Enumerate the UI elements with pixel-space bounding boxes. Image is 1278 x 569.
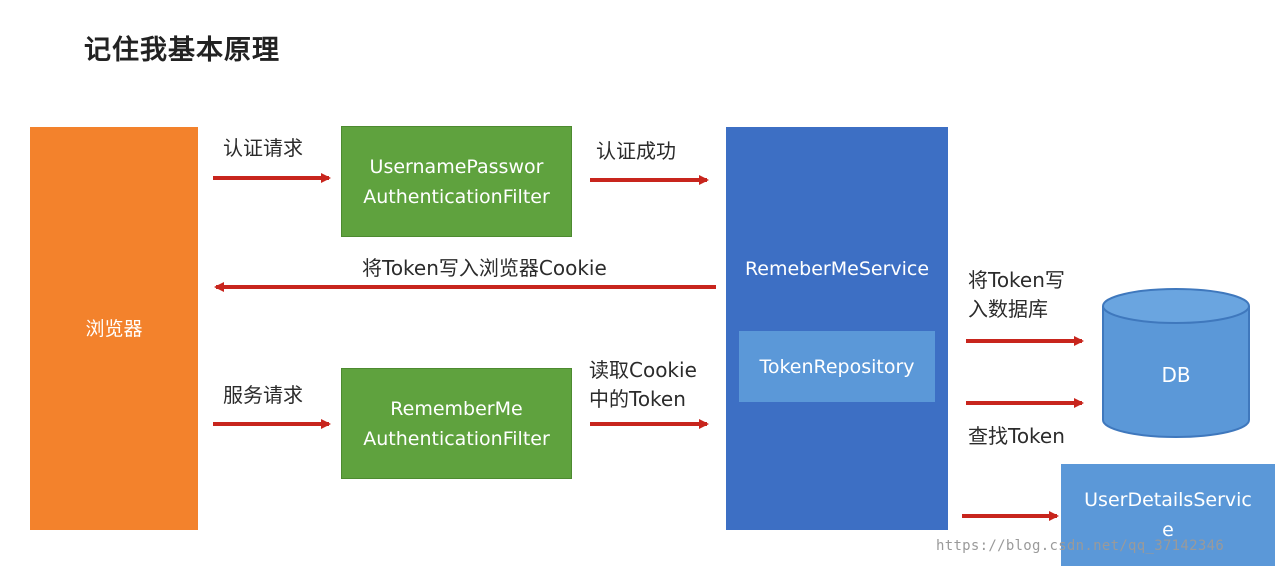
remember-me-filter-label: RememberMe AuthenticationFilter bbox=[363, 397, 550, 450]
db-cylinder bbox=[1102, 288, 1250, 438]
remember-me-filter-node: RememberMe AuthenticationFilter bbox=[341, 368, 572, 479]
remember-me-service-label: RemeberMeService bbox=[744, 258, 930, 280]
username-password-filter-node: UsernamePasswor AuthenticationFilter bbox=[341, 126, 572, 237]
db-label-wrap: DB bbox=[1103, 355, 1249, 395]
user-details-service-node: UserDetailsServic e bbox=[1061, 464, 1275, 566]
db-label: DB bbox=[1161, 363, 1191, 387]
edge-label-auth-request: 认证请求 bbox=[223, 136, 303, 160]
page-title: 记住我基本原理 bbox=[84, 35, 280, 66]
token-repository-label: TokenRepository bbox=[759, 355, 915, 378]
browser-label: 浏览器 bbox=[85, 317, 143, 340]
username-password-filter-label: UsernamePasswor AuthenticationFilter bbox=[363, 155, 550, 208]
token-repository-node: TokenRepository bbox=[739, 331, 935, 402]
browser-node: 浏览器 bbox=[30, 127, 198, 530]
edge-label-read-cookie: 读取Cookie 中的Token bbox=[589, 358, 697, 411]
user-details-service-label: UserDetailsServic e bbox=[1084, 489, 1252, 541]
edge-label-find-token: 查找Token bbox=[968, 424, 1065, 448]
edge-label-service-request: 服务请求 bbox=[223, 383, 303, 407]
edge-label-auth-success: 认证成功 bbox=[596, 139, 676, 163]
edge-label-write-cookie: 将Token写入浏览器Cookie bbox=[362, 256, 607, 280]
watermark-url: https://blog.csdn.net/qq_37142346 bbox=[936, 538, 1225, 554]
remember-me-service-node: RemeberMeService bbox=[726, 127, 948, 530]
edge-label-write-db: 将Token写 入数据库 bbox=[968, 268, 1065, 321]
